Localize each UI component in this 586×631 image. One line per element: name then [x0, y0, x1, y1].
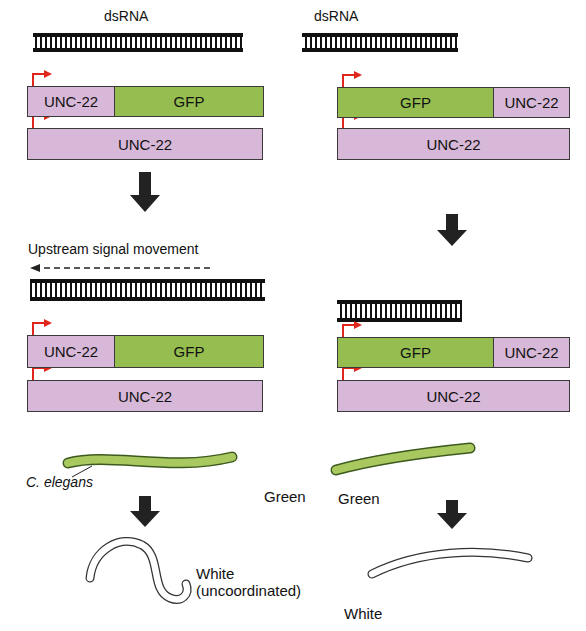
text-label: Upstream signal movement [28, 241, 198, 258]
gene-name: UNC-22 [44, 93, 98, 110]
gene-segment: UNC-22 [27, 380, 263, 412]
gene-segment: UNC-22 [27, 86, 115, 117]
dsrna-ladder [337, 300, 462, 322]
gene-segment: UNC-22 [337, 380, 570, 412]
gene-segment: GFP [114, 335, 264, 368]
gene-name: GFP [174, 93, 205, 110]
text-label: dsRNA [104, 8, 148, 25]
text-label: dsRNA [314, 8, 358, 25]
text-label: C. elegans [26, 474, 93, 491]
gene-segment: UNC-22 [493, 87, 570, 118]
gene-name: UNC-22 [426, 136, 480, 153]
signal-arrow [32, 267, 210, 269]
text-label: Green [338, 490, 380, 507]
gene-segment: UNC-22 [337, 128, 570, 160]
dsrna-ladder [33, 33, 243, 52]
gene-name: GFP [400, 344, 431, 361]
step-arrow [130, 172, 467, 529]
worm-white [372, 552, 528, 574]
gene-segment: UNC-22 [27, 128, 263, 160]
text-label: White (uncoordinated) [196, 565, 308, 599]
worm-green [336, 448, 470, 470]
text-label: White [344, 605, 382, 622]
gene-segment: GFP [114, 86, 264, 117]
gene-name: UNC-22 [504, 94, 558, 111]
gene-segment: UNC-22 [27, 335, 115, 368]
gene-segment: UNC-22 [493, 337, 570, 368]
gene-name: UNC-22 [504, 344, 558, 361]
gene-name: UNC-22 [118, 388, 172, 405]
gene-name: UNC-22 [44, 343, 98, 360]
gene-name: GFP [400, 94, 431, 111]
dsrna-ladder [302, 33, 458, 52]
gene-name: UNC-22 [118, 136, 172, 153]
text-label: Green [264, 488, 306, 505]
dsrna-ladder [30, 279, 265, 301]
worm-green [68, 457, 232, 463]
worm-white [90, 541, 187, 599]
gene-segment: GFP [337, 337, 494, 368]
gene-name: GFP [174, 343, 205, 360]
gene-segment: GFP [337, 87, 494, 118]
gene-name: UNC-22 [426, 388, 480, 405]
